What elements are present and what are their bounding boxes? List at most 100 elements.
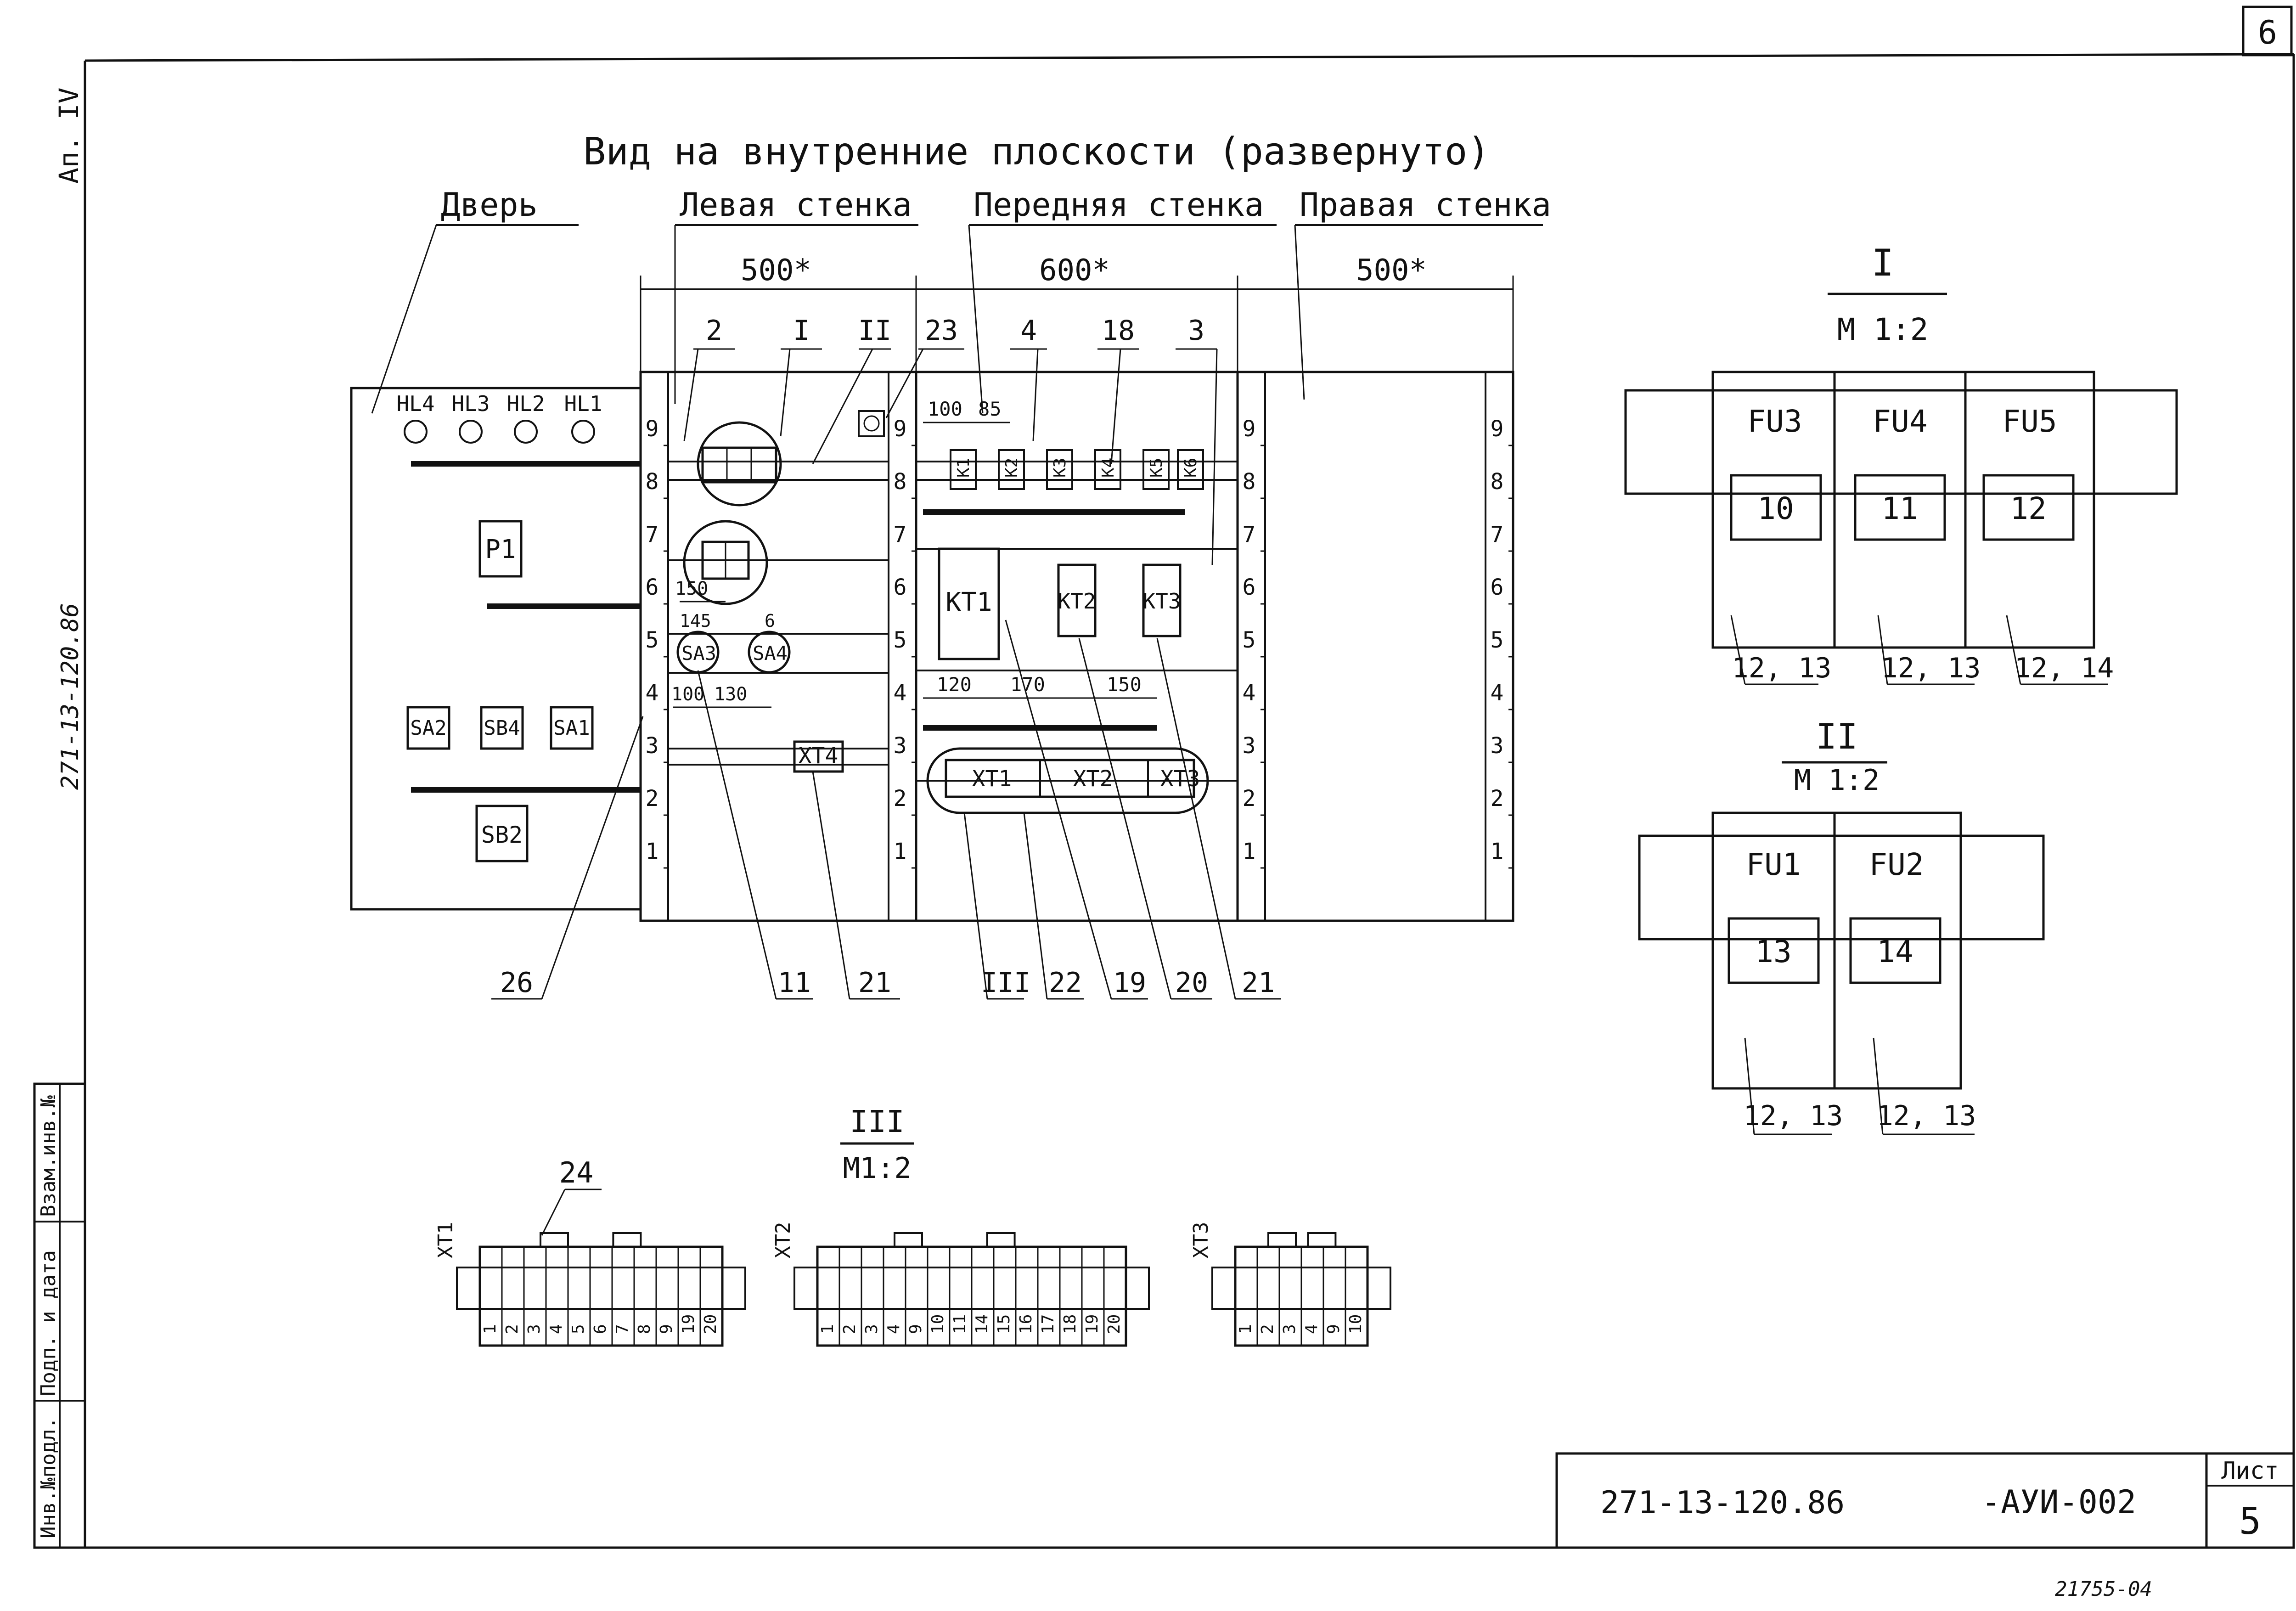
terminal-number: 4 bbox=[884, 1324, 903, 1334]
terminal-cap bbox=[894, 1232, 923, 1248]
terminal-number: 1 bbox=[818, 1324, 837, 1334]
footer-number: 21755-04 bbox=[2055, 1577, 2152, 1601]
lamp-hl4 bbox=[404, 420, 428, 444]
terminal-cap bbox=[1267, 1232, 1297, 1248]
callout-18: 18 bbox=[1102, 315, 1135, 347]
terminal-cap bbox=[612, 1232, 642, 1248]
callout-22: 22 bbox=[1049, 967, 1082, 999]
scale-mark: 8 bbox=[646, 469, 659, 495]
terminal-number: 9 bbox=[906, 1324, 925, 1334]
detail-I-drawing bbox=[1624, 371, 2178, 685]
fuse-fu2-label: FU2 bbox=[1869, 847, 1924, 882]
detail-I-title: I bbox=[1872, 242, 1894, 284]
terminal-number: 10 bbox=[929, 1314, 947, 1334]
scale-mark: 2 bbox=[1491, 786, 1504, 811]
terminal-xt1-label: XT1 bbox=[972, 766, 1012, 792]
callout-23: 23 bbox=[925, 315, 958, 347]
switch-sa4-label: SA4 bbox=[753, 642, 788, 665]
terminal-block-label: XT2 bbox=[771, 1222, 795, 1258]
fuse-fu3-num: 10 bbox=[1757, 491, 1794, 526]
callout-II: II bbox=[858, 315, 891, 347]
scale-mark: 3 bbox=[894, 733, 907, 759]
fuse-fu1-num: 13 bbox=[1755, 934, 1791, 969]
relay-k5-label: K5 bbox=[1147, 458, 1166, 478]
terminal-xt4-label: XT4 bbox=[799, 743, 838, 769]
terminal-number: 10 bbox=[1346, 1314, 1365, 1334]
lamp-hl1 bbox=[571, 420, 595, 444]
fuse-fu3-ref: 12, 13 bbox=[1732, 652, 1832, 684]
scale-mark: 3 bbox=[1491, 733, 1504, 759]
dim-left: 500* bbox=[741, 253, 811, 287]
scale-mark: 7 bbox=[894, 522, 907, 547]
lamp-hl2 bbox=[514, 420, 538, 444]
scale-mark: 9 bbox=[894, 416, 907, 442]
fuse-fu4-num: 11 bbox=[1881, 491, 1918, 526]
terminal-block bbox=[478, 1245, 724, 1347]
title-sheet-label: Лист bbox=[2221, 1457, 2279, 1485]
callout-III: III bbox=[981, 967, 1030, 999]
terminal-number: 1 bbox=[1236, 1324, 1255, 1334]
door-panel bbox=[350, 387, 642, 911]
scale-mark: 8 bbox=[1243, 469, 1256, 495]
fuse-fu2-num: 14 bbox=[1877, 934, 1913, 969]
scale-mark: 4 bbox=[1491, 680, 1504, 706]
terminal-number: 16 bbox=[1017, 1314, 1035, 1334]
terminal-cap bbox=[540, 1232, 569, 1248]
switch-sa1-label: SA1 bbox=[553, 716, 590, 740]
front-dim-170: 170 bbox=[1010, 673, 1045, 696]
terminal-number: 8 bbox=[635, 1324, 654, 1334]
right-wall-panel bbox=[1236, 371, 1514, 922]
sheet-corner-number: 6 bbox=[2258, 14, 2277, 51]
detail-III-scale: М1:2 bbox=[843, 1151, 911, 1185]
timer-kt3-label: KT3 bbox=[1142, 589, 1181, 614]
stamp-replace-inv: Взам.инв.№ bbox=[37, 1095, 60, 1217]
detail-I-scale: М 1:2 bbox=[1837, 312, 1929, 347]
relay-k3-label: K3 bbox=[1051, 458, 1069, 478]
terminal-number: 3 bbox=[862, 1324, 881, 1334]
front-dim-120: 120 bbox=[937, 673, 972, 696]
terminal-number: 2 bbox=[840, 1324, 859, 1334]
left-dim-100: 100 bbox=[671, 684, 704, 705]
dim-front: 600* bbox=[1039, 253, 1110, 287]
switch-sa3-label: SA3 bbox=[681, 642, 716, 665]
relay-k4-label: K4 bbox=[1099, 458, 1118, 478]
terminal-number: 19 bbox=[1083, 1314, 1102, 1334]
scale-mark: 3 bbox=[646, 733, 659, 759]
detail-II-drawing bbox=[1638, 811, 2045, 1135]
scale-mark: 1 bbox=[894, 839, 907, 864]
scale-mark: 4 bbox=[646, 680, 659, 706]
fuse-fu5-label: FU5 bbox=[2002, 404, 2057, 439]
relay-p1-label: P1 bbox=[485, 535, 516, 564]
fuse-fu4-ref: 12, 13 bbox=[1881, 652, 1981, 684]
callout-20: 20 bbox=[1175, 967, 1208, 999]
relay-k6-label: K6 bbox=[1182, 458, 1200, 478]
title-sheet-number: 5 bbox=[2239, 1500, 2261, 1543]
section-front-wall: Передняя стенка bbox=[974, 186, 1264, 224]
scale-mark: 5 bbox=[894, 627, 907, 653]
detail-III-title: III bbox=[850, 1104, 904, 1139]
terminal-number: 6 bbox=[591, 1324, 610, 1334]
terminal-cap bbox=[986, 1232, 1016, 1248]
scale-mark: 1 bbox=[646, 839, 659, 864]
stamp-sign-date: Подп. и дата bbox=[37, 1250, 60, 1396]
scale-mark: 5 bbox=[1491, 627, 1504, 653]
scale-mark: 9 bbox=[1243, 416, 1256, 442]
stamp-columns bbox=[33, 1082, 86, 1549]
callout-26: 26 bbox=[500, 967, 533, 999]
terminal-number: 1 bbox=[481, 1324, 500, 1334]
title-block bbox=[1555, 1452, 2295, 1549]
scale-mark: 6 bbox=[646, 575, 659, 600]
fuse-fu1-ref: 12, 13 bbox=[1744, 1100, 1843, 1132]
section-right-wall: Правая стенка bbox=[1300, 186, 1551, 224]
terminal-rail bbox=[456, 1267, 746, 1310]
front-wall-panel bbox=[858, 371, 1266, 922]
switch-sb4-label: SB4 bbox=[484, 716, 520, 740]
scale-mark: 4 bbox=[1243, 680, 1256, 706]
fuse-fu2-ref: 12, 13 bbox=[1877, 1100, 1976, 1132]
terminal-xt2-label: XT2 bbox=[1073, 766, 1113, 792]
callout-21b: 21 bbox=[1242, 967, 1275, 999]
relay-k2-label: K2 bbox=[1002, 458, 1021, 478]
lamp-hl2-label: HL2 bbox=[506, 391, 545, 416]
terminal-number: 2 bbox=[1258, 1324, 1277, 1334]
